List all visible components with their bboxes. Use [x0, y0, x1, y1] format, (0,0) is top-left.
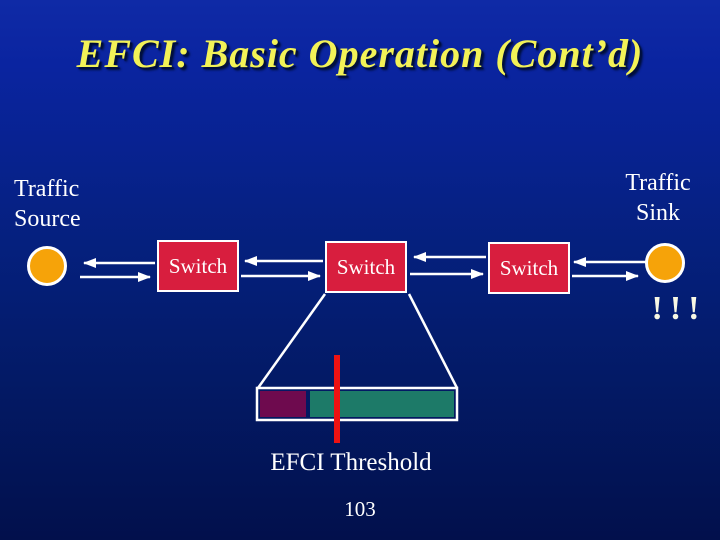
traffic-sink-label: Traffic Sink: [625, 170, 691, 226]
trapezoid-right-line: [407, 293, 459, 389]
traffic-sink-node: [645, 243, 685, 283]
switch-label: Switch: [336, 254, 396, 279]
buffer-outline: [255, 386, 459, 422]
switch-box-1: Switch: [157, 240, 239, 292]
slide-title: EFCI: Basic Operation (Cont’d): [76, 31, 644, 76]
congestion-exclamations: !!!: [651, 290, 707, 327]
threshold-line: [334, 355, 340, 443]
traffic-source-node: [27, 246, 67, 286]
switch-box-3: Switch: [488, 242, 570, 294]
switch-label: Switch: [499, 255, 559, 280]
buffer-segment-left: [260, 391, 306, 417]
traffic-source-label: Traffic Source: [14, 176, 81, 232]
buffer-segment-right: [310, 391, 454, 417]
page-number: 103: [344, 497, 376, 521]
efci-threshold-label: EFCI Threshold: [270, 449, 432, 476]
switch-label: Switch: [168, 253, 228, 278]
trapezoid-left-line: [256, 293, 327, 389]
switch-box-2: Switch: [325, 241, 407, 293]
